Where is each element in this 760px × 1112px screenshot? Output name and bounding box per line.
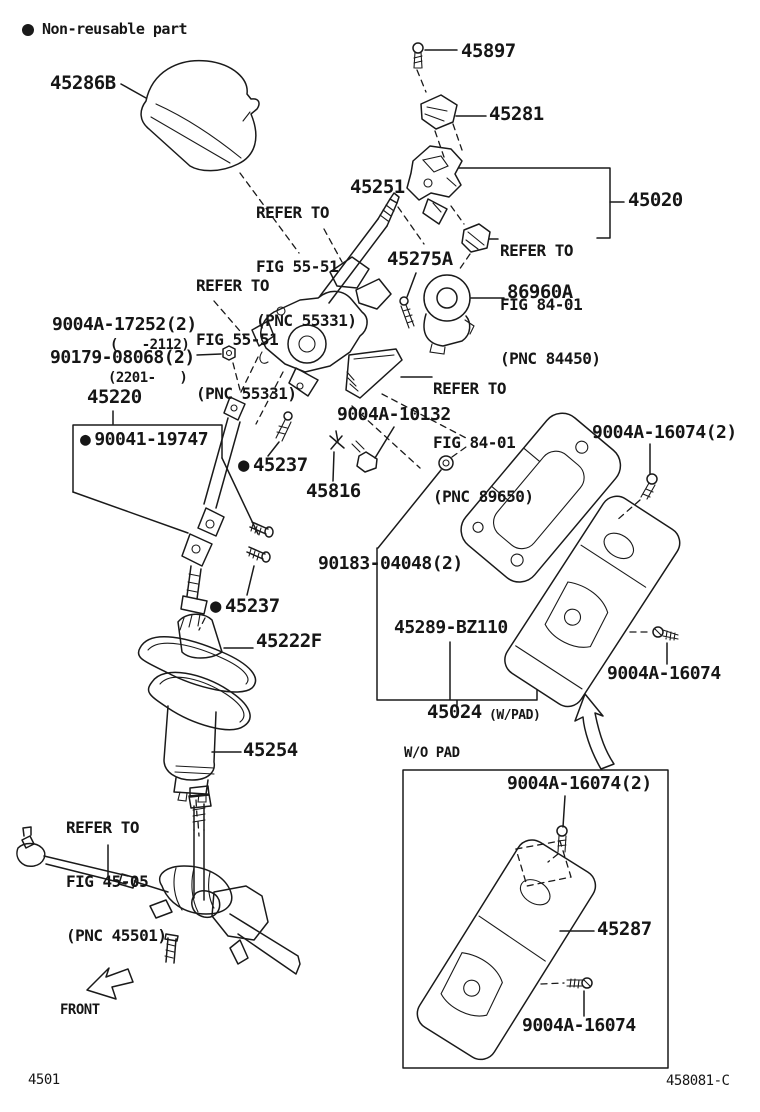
part-label-9004a-16074-box: 9004A-16074 xyxy=(522,1015,636,1036)
drawing-45220-shaft xyxy=(181,397,245,630)
ref-line: REFER TO xyxy=(196,276,270,295)
ref-note-fig55-51-a: REFER TO FIG 55-51 (PNC 55331) xyxy=(256,168,357,366)
drawing-16074-screw-box-bottom xyxy=(541,978,592,1016)
legend-non-reusable: Non-reusable part xyxy=(42,20,188,38)
drawing-column-nut xyxy=(197,346,240,390)
part-label-9004a-16074-2-top: 9004A-16074(2) xyxy=(592,422,737,443)
part-label-45275a: 45275A xyxy=(387,248,453,270)
part-label-45251: 45251 xyxy=(350,176,405,198)
non-reusable-bullet-icon: ● xyxy=(210,595,221,617)
part-label-9004a-16074-2-box: 9004A-16074(2) xyxy=(507,773,652,794)
part-label-45024-wpad: (W/PAD) xyxy=(489,708,541,723)
part-label-45816: 45816 xyxy=(306,480,361,502)
part-label-86960a: 86960A xyxy=(507,281,573,303)
wo-pad-label: W/O PAD xyxy=(404,745,460,761)
assembly-direction-arrow xyxy=(575,694,614,769)
ref-note-fig55-51-b: REFER TO FIG 55-51 (PNC 55331) xyxy=(196,241,297,439)
ref-line: (PNC 84450) xyxy=(500,349,601,368)
drawing-45897-screw xyxy=(413,43,457,92)
part-label-45237-upper: ●45237 xyxy=(238,454,308,476)
part-label-45281: 45281 xyxy=(489,103,544,125)
part-label-9004a-17252: 9004A-17252(2) xyxy=(52,314,197,335)
ref-line: FIG 55-51 xyxy=(256,257,339,276)
drawing-45816-clip xyxy=(330,431,344,481)
drawing-45222f-cover xyxy=(138,614,255,692)
part-label-45220: 45220 xyxy=(87,386,142,408)
ref-line: REFER TO xyxy=(256,203,330,222)
part-number: 90041-19747 xyxy=(94,429,209,450)
drawing-45287-cover xyxy=(411,834,601,1066)
drawing-45237-bolt-upper xyxy=(268,412,292,456)
drawing-45024-cover xyxy=(499,490,686,712)
part-label-90183-04048: 90183-04048(2) xyxy=(318,553,463,574)
part-label-9004a-16074-right: 9004A-16074 xyxy=(607,663,721,684)
part-label-45897: 45897 xyxy=(461,40,516,62)
part-label-90041-19747: ●90041-19747 xyxy=(80,429,209,450)
non-reusable-bullet-icon xyxy=(22,24,34,36)
part-number: 45237 xyxy=(252,454,308,476)
part-label-45020: 45020 xyxy=(628,189,683,211)
drawing-steering-rack xyxy=(17,786,300,974)
part-label-45286b: 45286B xyxy=(50,72,116,94)
part-label-45024: 45024 xyxy=(427,701,482,723)
drawing-45286b-cover xyxy=(121,61,299,253)
ref-line: (PNC 45501) xyxy=(66,926,167,945)
part-label-9004a-10132: 9004A-10132 xyxy=(337,404,451,425)
ref-line: REFER TO xyxy=(500,241,574,260)
drawing-45020-assembly xyxy=(407,146,624,238)
ref-note-fig84-01-a: REFER TO FIG 84-01 (PNC 84450) xyxy=(500,206,601,404)
drawing-16074-screw-top xyxy=(616,444,657,521)
drawing-45254-cover xyxy=(149,672,251,836)
drawing-10132-bolt xyxy=(352,427,394,472)
wo-pad-box xyxy=(403,770,668,1068)
drawing-45275a-bolt xyxy=(400,273,416,328)
drawing-16074-screw-box-top xyxy=(516,796,571,886)
part-label-45222f: 45222F xyxy=(256,630,322,652)
front-direction-arrow xyxy=(87,968,133,999)
page-code: 4501 xyxy=(28,1072,60,1088)
drawing-89650-bar xyxy=(346,349,432,398)
drawing-86960a-motor xyxy=(424,275,504,354)
part-label-45289-bz110: 45289-BZ110 xyxy=(394,617,508,638)
front-label: FRONT xyxy=(60,1002,100,1018)
drawing-45281-bracket xyxy=(421,95,486,157)
ref-note-fig45-05: REFER TO FIG 45-05 (PNC 45501) xyxy=(66,783,167,981)
figure-code: 458081-C xyxy=(666,1073,730,1089)
non-reusable-bullet-icon: ● xyxy=(80,429,91,450)
ref-line: FIG 84-01 xyxy=(500,295,583,314)
ref-line: (PNC 89650) xyxy=(433,487,534,506)
part-label-90179-range: (2201- ) xyxy=(108,370,188,386)
ref-line: REFER TO xyxy=(433,379,507,398)
drawing-45237-bolt-lower xyxy=(247,547,270,595)
drawing-key-cylinder xyxy=(459,224,498,270)
drawing-90183-grommet xyxy=(377,447,537,705)
ref-line: FIG 45-05 xyxy=(66,872,149,891)
part-number: 45237 xyxy=(224,595,280,617)
ref-line: FIG 84-01 xyxy=(433,433,516,452)
part-label-45287: 45287 xyxy=(597,918,652,940)
ref-line: REFER TO xyxy=(66,818,140,837)
drawing-main-column xyxy=(214,193,466,468)
drawing-16074-screw-right xyxy=(630,627,678,664)
part-label-17252-range: ( -2112) xyxy=(110,337,190,353)
ref-line: (PNC 55331) xyxy=(196,384,297,403)
non-reusable-bullet-icon: ● xyxy=(238,454,249,476)
drawing-45289-cover xyxy=(453,405,629,590)
ref-note-fig84-01-b: REFER TO FIG 84-01 (PNC 89650) xyxy=(433,344,534,542)
part-label-90179-08068: 90179-08068(2) xyxy=(50,347,195,368)
ref-line: FIG 55-51 xyxy=(196,330,279,349)
part-label-45254: 45254 xyxy=(243,739,298,761)
ref-line: (PNC 55331) xyxy=(256,311,357,330)
part-label-45237-lower: ●45237 xyxy=(210,595,280,617)
drawing-yoke-bolt xyxy=(250,522,273,537)
